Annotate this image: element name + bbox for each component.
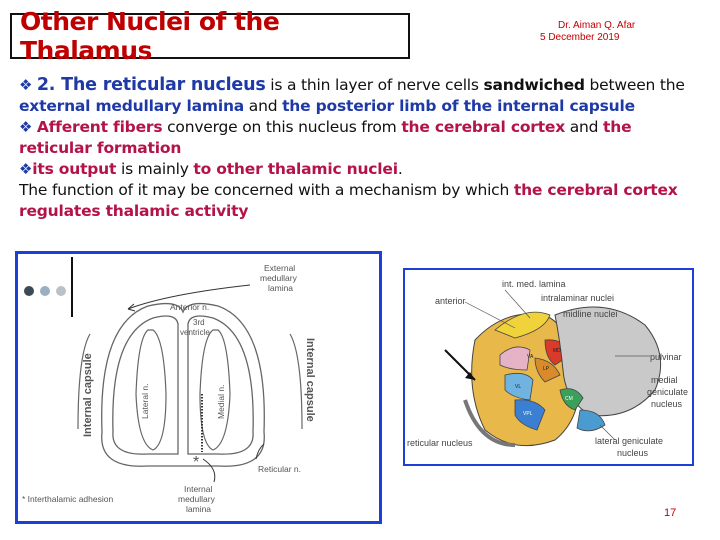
author-date: 5 December 2019 (540, 32, 620, 43)
dot-icon (56, 286, 66, 296)
thalamus-schematic-figure: External medullary lamina Anterior n. 3r… (15, 251, 382, 524)
reticular-shell (463, 399, 516, 447)
p2-reticular-formation: the reticular formation (19, 118, 632, 157)
external-lamina-pointer (127, 284, 251, 310)
dot-icon (24, 286, 34, 296)
vpl-shape (514, 399, 546, 431)
right-thalamus-outline (187, 315, 254, 455)
label-asterisk: * (193, 454, 199, 471)
pointer-line (504, 289, 531, 319)
p2-text-d: and (565, 118, 604, 136)
label-intralaminar: intralaminar nuclei (541, 293, 614, 303)
label-external-lamina-3: lamina (268, 283, 293, 293)
small-label-vpl: VPL (523, 411, 533, 417)
p1-external-lamina: external medullary lamina (19, 97, 245, 115)
label-anterior: Anterior n. (170, 302, 209, 312)
p3-period: . (397, 160, 403, 178)
page-title: Other Nuclei of the Thalamus (20, 7, 280, 65)
lp-shape (534, 357, 561, 383)
paragraph-afferent: ❖ Afferent fibers converge on this nucle… (19, 117, 709, 159)
arrowhead-icon (127, 303, 136, 312)
label-medial-geniculate-1: medial (651, 375, 678, 385)
page-number: 17 (664, 507, 677, 519)
p4-regulates: the cerebral cortex regulates thalamic a… (19, 181, 678, 220)
body-text: ❖ 2. The reticular nucleus is a thin lay… (19, 75, 709, 222)
label-external-lamina-1: External (264, 263, 295, 273)
pointer-line (464, 301, 516, 329)
reticular-pointer (255, 443, 265, 460)
internal-lamina-pointer (202, 458, 216, 483)
left-thalamus-outline (112, 315, 179, 455)
p2-cortex: the cerebral cortex (401, 118, 566, 136)
p3-output: its output (32, 160, 117, 178)
vl-shape (504, 372, 534, 401)
small-label-cm: CM (565, 396, 573, 402)
label-ventricle-1: 3rd (193, 318, 205, 327)
internal-capsule-left-line (77, 333, 91, 430)
p1-sandwiched: sandwiched (483, 76, 585, 94)
p4-text-a: The function of it may be concerned with… (19, 181, 514, 199)
label-internal-capsule-left: Internal capsule (82, 353, 94, 437)
label-reticular: reticular nucleus (407, 438, 473, 448)
label-internal-lamina-1: Internal (184, 484, 212, 494)
diamond-bullet-icon: ❖ (19, 160, 33, 178)
p1-posterior-limb: the posterior limb of the internal capsu… (282, 97, 635, 115)
medial-nucleus-outline (199, 329, 231, 451)
p3-text-b: is mainly (116, 160, 194, 178)
lateral-nucleus-outline (135, 329, 167, 451)
paragraph-reticular: ❖ 2. The reticular nucleus is a thin lay… (19, 75, 709, 117)
anterior-nucleus-shape (494, 311, 551, 339)
label-pulvinar: pulvinar (650, 352, 682, 362)
dot-icon (40, 286, 50, 296)
p2-text-b: converge on this nucleus from (162, 118, 402, 136)
pulvinar-shape (554, 306, 662, 417)
external-lamina-outline (101, 302, 265, 467)
p1-text-a: is a thin layer of nerve cells (265, 76, 484, 94)
label-anterior: anterior (435, 296, 466, 306)
va-shape (499, 346, 531, 371)
p1-text-c: between the (584, 76, 685, 94)
thalamus-3d-svg: VA MD LP VL VPL CM int. med. lamina ante… (407, 279, 688, 458)
author-block: Dr. Aiman Q. Afar 5 December 2019 (540, 20, 635, 44)
title-box: Other Nuclei of the Thalamus (10, 7, 410, 65)
label-adhesion: * Interthalamic adhesion (22, 494, 113, 504)
p3-other-nuclei: to other thalamic nuclei (193, 160, 398, 178)
small-label-va: VA (527, 354, 534, 360)
small-label-md: MD (553, 348, 561, 354)
label-int-med-lamina: int. med. lamina (502, 279, 566, 289)
label-internal-lamina-2: medullary (178, 494, 216, 504)
label-medial-geniculate-2: geniculate (647, 387, 688, 397)
small-label-lp: LP (543, 366, 550, 372)
label-internal-capsule-right: Internal capsule (304, 338, 316, 422)
p2-afferent: Afferent fibers (36, 118, 163, 136)
diamond-bullet-icon: ❖ (19, 76, 37, 94)
arrowhead-icon (465, 372, 475, 380)
author-name: Dr. Aiman Q. Afar (558, 20, 636, 31)
label-medial-geniculate-3: nucleus (651, 399, 683, 409)
label-midline: midline nuclei (563, 309, 618, 319)
paragraph-function: The function of it may be concerned with… (19, 180, 709, 222)
label-medial: Medial n. (216, 385, 226, 420)
label-lateral: Lateral n. (140, 384, 150, 419)
label-lateral-geniculate-2: nucleus (617, 448, 649, 458)
paragraph-output: ❖its output is mainly to other thalamic … (19, 159, 709, 180)
p1-number: 2. The reticular nucleus (36, 75, 266, 95)
cm-shape (559, 388, 584, 411)
label-internal-lamina-3: lamina (186, 504, 211, 514)
thalamus-3d-figure: VA MD LP VL VPL CM int. med. lamina ante… (403, 268, 694, 466)
internal-capsule-right-line (289, 333, 303, 430)
p1-text-e: and (244, 97, 283, 115)
lgn-shape (576, 409, 606, 432)
label-reticular: Reticular n. (258, 464, 301, 474)
small-label-vl: VL (515, 384, 521, 390)
label-external-lamina-2: medullary (260, 273, 298, 283)
label-ventricle-2: ventricle (180, 328, 210, 337)
label-lateral-geniculate-1: lateral geniculate (595, 436, 663, 446)
thalamus-schematic-svg: External medullary lamina Anterior n. 3r… (22, 257, 316, 514)
pointer-line (599, 424, 616, 441)
diamond-bullet-icon: ❖ (19, 118, 37, 136)
